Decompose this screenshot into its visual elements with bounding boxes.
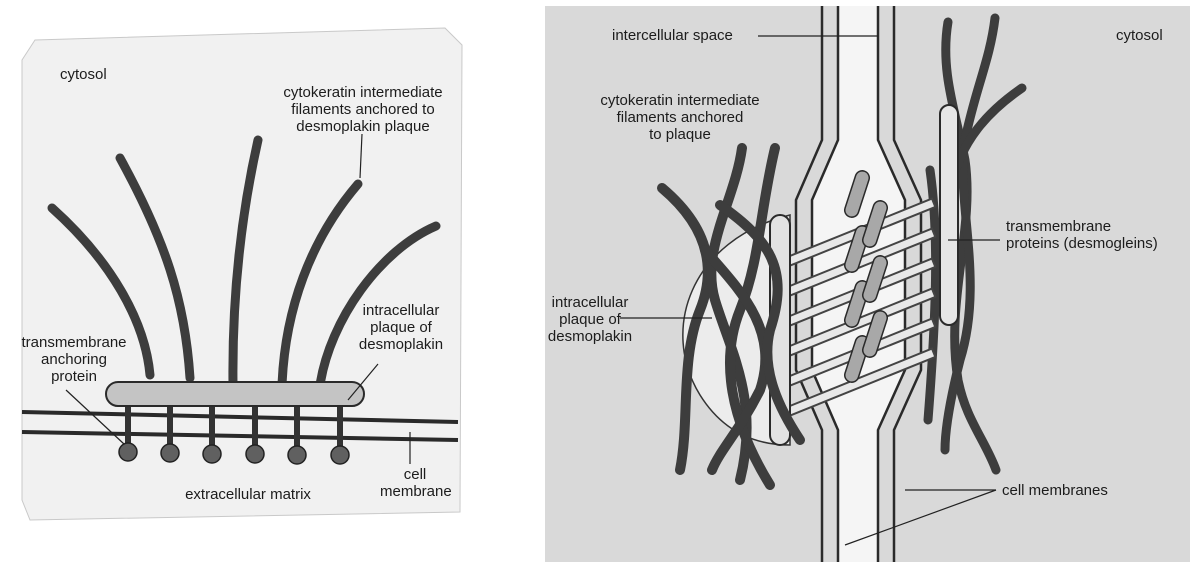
right-transmembrane-line-2: proteins (desmogleins)	[1006, 235, 1158, 252]
right-transmembrane-label: transmembrane proteins (desmogleins)	[1006, 218, 1158, 252]
left-plaque-line-2: plaque of	[356, 319, 446, 336]
right-cytokeratin-line-2: filaments anchored	[585, 109, 775, 126]
left-cell-membrane-line-1: cell	[380, 466, 450, 483]
right-plaque-line-3: desmoplakin	[540, 328, 640, 345]
right-cytokeratin-line-1: cytokeratin intermediate	[585, 92, 775, 109]
left-cell-membrane-line-2: membrane	[380, 483, 450, 500]
left-desmoplakin-plaque	[106, 382, 364, 406]
left-transmembrane-line-3: protein	[18, 368, 130, 385]
right-transmembrane-line-1: transmembrane	[1006, 218, 1158, 235]
left-plaque-line-3: desmoplakin	[356, 336, 446, 353]
left-cytokeratin-line-3: desmoplakin plaque	[258, 118, 468, 135]
left-cytosol-label: cytosol	[60, 66, 107, 83]
left-extracellular-label: extracellular matrix	[168, 486, 328, 503]
right-cytosol-label: cytosol	[1116, 27, 1163, 44]
left-cytokeratin-label: cytokeratin intermediate filaments ancho…	[258, 84, 468, 135]
left-transmembrane-line-2: anchoring	[18, 351, 130, 368]
right-plaque-label: intracellular plaque of desmoplakin	[540, 294, 640, 345]
right-plaque-line-2: plaque of	[540, 311, 640, 328]
left-cytokeratin-line-1: cytokeratin intermediate	[258, 84, 468, 101]
right-desmoplakin-plaque	[940, 105, 958, 325]
right-panel	[545, 6, 1190, 562]
left-transmembrane-label: transmembrane anchoring protein	[18, 334, 130, 385]
right-plaque-line-1: intracellular	[540, 294, 640, 311]
left-plaque-line-1: intracellular	[356, 302, 446, 319]
left-cell-membrane-label: cell membrane	[380, 466, 450, 500]
right-intercellular-label: intercellular space	[612, 27, 733, 44]
left-plaque-label: intracellular plaque of desmoplakin	[356, 302, 446, 353]
right-cytokeratin-label: cytokeratin intermediate filaments ancho…	[585, 92, 775, 143]
left-transmembrane-line-1: transmembrane	[18, 334, 130, 351]
left-cytokeratin-line-2: filaments anchored to	[258, 101, 468, 118]
right-cytokeratin-line-3: to plaque	[585, 126, 775, 143]
right-cell-membranes-label: cell membranes	[1002, 482, 1108, 499]
